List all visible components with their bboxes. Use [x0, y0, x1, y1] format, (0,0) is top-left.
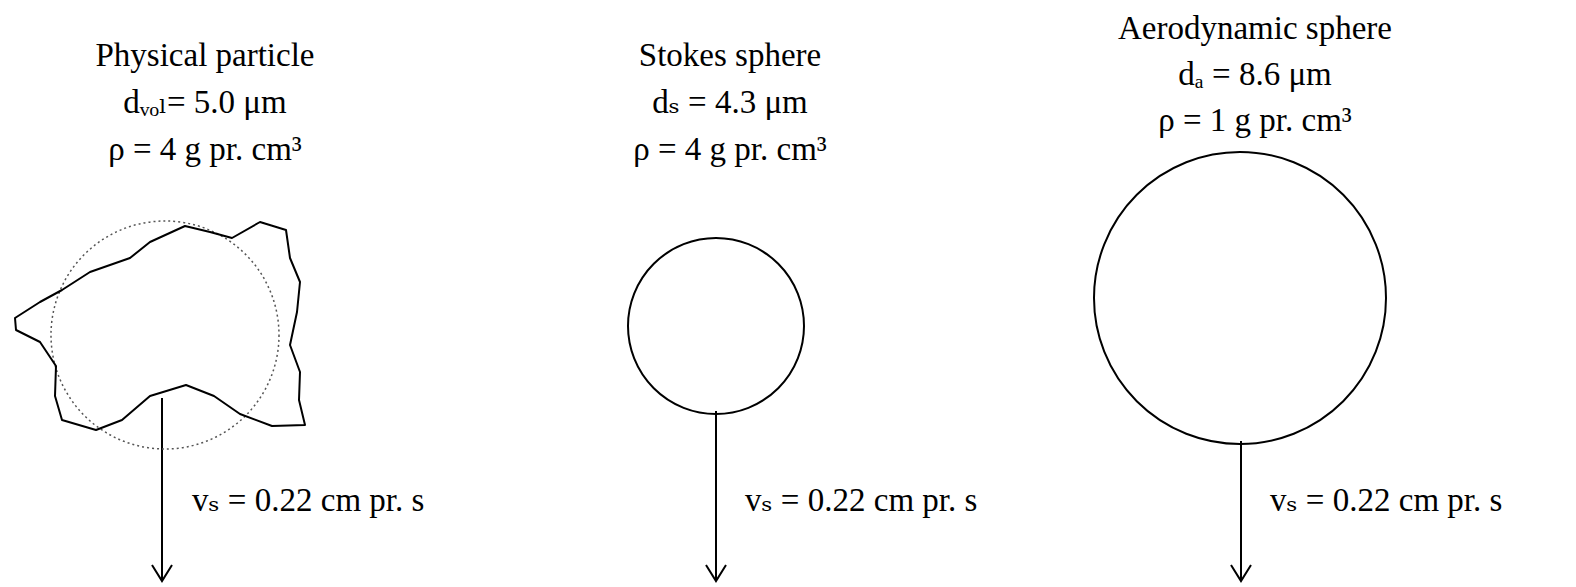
velocity-arrow — [161, 398, 163, 580]
velocity-arrow — [1240, 441, 1242, 580]
sphere-node: Stokes spheredₛ = 4.3 μmρ = 4 g pr. cm³ — [626, 238, 806, 414]
particle-title: Stokes sphere — [470, 32, 990, 79]
arrow-head — [1231, 565, 1251, 581]
particle-property: dₐ = 8.6 μm — [995, 51, 1515, 98]
heading-holder: dₐ = 8.6 μm — [995, 51, 1515, 98]
shape-outline — [626, 238, 806, 414]
heading-holder: ρ = 4 g pr. cm³ — [470, 126, 990, 173]
heading-holder: ρ = 1 g pr. cm³ — [995, 97, 1515, 144]
particle-property: dₛ = 4.3 μm — [470, 79, 990, 126]
sphere-outline — [628, 238, 804, 414]
shape-outline — [12, 218, 310, 450]
heading-holder: ρ = 4 g pr. cm³ — [0, 126, 465, 173]
particle-property: ρ = 4 g pr. cm³ — [0, 126, 465, 173]
particle-title: Aerodynamic sphere — [995, 5, 1515, 52]
particle-property: ρ = 4 g pr. cm³ — [470, 126, 990, 173]
particle-node: Physical particledᵥₒₗ= 5.0 μmρ = 4 g pr.… — [12, 218, 310, 450]
sphere-outline — [1094, 152, 1386, 444]
settling-velocity-label: vₛ = 0.22 cm pr. s — [1270, 480, 1502, 520]
particle-property: ρ = 1 g pr. cm³ — [995, 97, 1515, 144]
heading-holder: Physical particle — [0, 32, 465, 79]
arrow-head — [152, 565, 172, 581]
settling-velocity-label: vₛ = 0.22 cm pr. s — [192, 480, 424, 520]
settling-velocity-label: vₛ = 0.22 cm pr. s — [745, 480, 977, 520]
sphere-node: Aerodynamic spheredₐ = 8.6 μmρ = 1 g pr.… — [1092, 150, 1388, 442]
shape-outline — [1092, 150, 1388, 442]
particle-title: Physical particle — [0, 32, 465, 79]
velocity-arrow — [715, 411, 717, 580]
heading-holder: dᵥₒₗ= 5.0 μm — [0, 79, 465, 126]
particle-property: dᵥₒₗ= 5.0 μm — [0, 79, 465, 126]
particle-outline — [15, 222, 305, 430]
heading-holder: dₛ = 4.3 μm — [470, 79, 990, 126]
arrow-head — [706, 565, 726, 581]
heading-holder: Stokes sphere — [470, 32, 990, 79]
heading-holder: Aerodynamic sphere — [995, 5, 1515, 52]
